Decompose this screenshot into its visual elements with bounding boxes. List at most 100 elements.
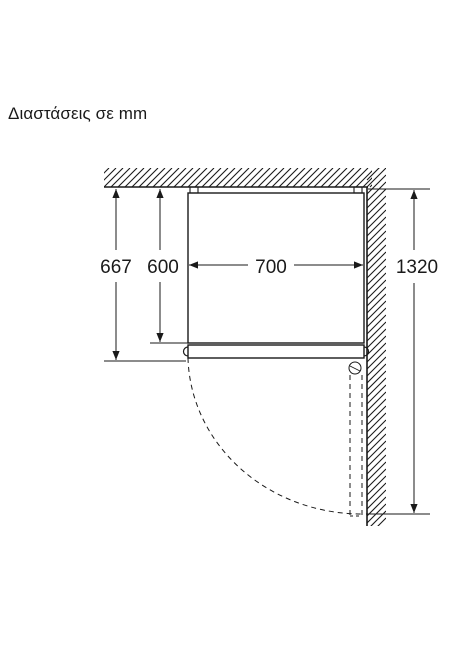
hatch-line <box>366 300 386 321</box>
hatch-line <box>366 356 386 377</box>
hatch-line <box>292 168 313 188</box>
hatch-line <box>366 265 386 286</box>
diagram-title: Διαστάσεις σε mm <box>8 104 148 123</box>
dim-label-1320: 1320 <box>396 257 438 278</box>
hatch-line <box>117 168 138 188</box>
hinge-icon <box>348 361 362 375</box>
hatch-line <box>159 168 180 188</box>
hatch-line <box>366 188 386 209</box>
hatch-line <box>377 168 396 187</box>
hatch-line <box>173 168 194 188</box>
hatch-line <box>366 286 386 307</box>
hatch-line <box>222 168 243 188</box>
hatch-line <box>366 489 386 510</box>
hatch-line <box>243 168 264 188</box>
hatch-line <box>166 168 187 188</box>
hatch-line <box>250 168 271 188</box>
hatch-line <box>366 168 386 188</box>
hatch-line <box>366 209 386 230</box>
hatch-line <box>366 216 386 237</box>
hatch-line <box>110 168 131 188</box>
hatch-line <box>236 168 257 188</box>
wall-side-hatching <box>366 168 386 526</box>
hatch-line <box>384 168 403 187</box>
hatch-line <box>366 468 386 489</box>
dim-label-667: 667 <box>100 257 132 278</box>
hatch-line <box>366 412 386 433</box>
hatch-line <box>377 517 386 526</box>
hatch-line <box>366 440 386 461</box>
hatch-line <box>362 177 372 188</box>
hatch-line <box>215 168 236 188</box>
hatch-line <box>366 342 386 363</box>
hatch-line <box>334 168 355 188</box>
hatch-line <box>366 293 386 314</box>
hatch-line <box>366 279 386 300</box>
rear-spacer-left <box>189 186 199 194</box>
hatch-line <box>257 168 278 188</box>
hatch-line <box>366 258 386 279</box>
hatch-line <box>366 272 386 293</box>
hatch-line <box>152 168 173 188</box>
hatch-line <box>366 321 386 342</box>
hatch-line <box>138 168 159 188</box>
hatch-line <box>355 170 372 188</box>
hatch-line <box>208 168 229 188</box>
hatch-line <box>366 244 386 265</box>
hatch-line <box>369 184 372 188</box>
hatch-line <box>271 168 292 188</box>
hatch-line <box>201 168 222 188</box>
hatch-line <box>366 181 386 202</box>
hatch-line <box>104 168 124 188</box>
hatch-line <box>366 195 386 216</box>
hatch-line <box>313 168 334 188</box>
hatch-line <box>366 307 386 328</box>
hinge-mark <box>349 365 361 372</box>
hatch-line <box>366 384 386 405</box>
hatch-line <box>306 168 327 188</box>
hatch-line <box>278 168 299 188</box>
hatch-line <box>366 168 380 181</box>
door-swing-arc <box>187 357 363 515</box>
hatch-line <box>366 202 386 223</box>
hatch-line <box>366 461 386 482</box>
hatch-line <box>299 168 320 188</box>
rear-spacer-right <box>353 186 363 194</box>
hatch-line <box>366 237 386 258</box>
hatch-line <box>366 223 386 244</box>
hatch-line <box>285 168 306 188</box>
door-handle-left <box>182 346 189 357</box>
hatch-line <box>366 433 386 454</box>
hatch-line <box>348 168 369 188</box>
hatch-line <box>366 398 386 419</box>
hatch-line <box>124 168 145 188</box>
hatch-line <box>366 251 386 272</box>
hatch-line <box>180 168 201 188</box>
hatch-line <box>327 168 348 188</box>
hatch-line <box>366 454 386 475</box>
hatch-line <box>366 496 386 517</box>
fridge-door <box>187 344 365 359</box>
hatch-line <box>366 377 386 398</box>
hatch-line <box>187 168 208 188</box>
hatch-line <box>366 391 386 412</box>
hatch-line <box>366 426 386 447</box>
hatch-line <box>145 168 166 188</box>
hatch-line <box>366 405 386 426</box>
hatch-line <box>366 335 386 356</box>
hatch-line <box>366 475 386 496</box>
hatch-line <box>131 168 152 188</box>
hatch-line <box>366 363 386 384</box>
hatch-line <box>229 168 250 188</box>
door-handle-right <box>363 346 370 357</box>
hatch-line <box>264 168 285 188</box>
fridge-body <box>187 192 365 344</box>
hatch-line <box>366 314 386 335</box>
hatch-line <box>366 349 386 370</box>
hatch-line <box>320 168 341 188</box>
dim-label-600: 600 <box>147 257 179 278</box>
hatch-line <box>366 447 386 468</box>
dim-label-700: 700 <box>255 257 287 278</box>
hatch-line <box>366 328 386 349</box>
